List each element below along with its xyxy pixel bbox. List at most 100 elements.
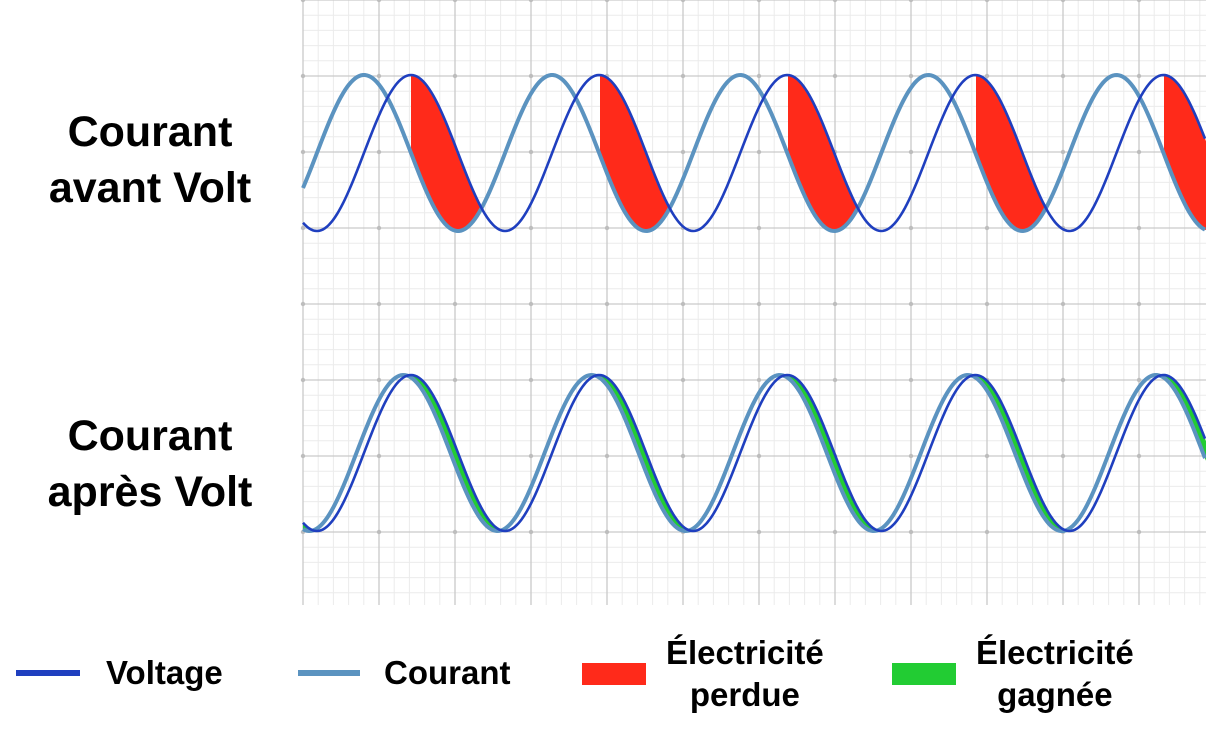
grid-dot <box>756 0 762 3</box>
grid-dot <box>984 301 990 307</box>
legend-item-perdue: Électricité perdue <box>582 632 824 716</box>
grid-dot <box>1136 529 1142 535</box>
legend-label-voltage: Voltage <box>106 654 223 691</box>
grid-dot <box>984 0 990 3</box>
grid-dot <box>528 301 534 307</box>
grid-dot <box>908 529 914 535</box>
grid-dot <box>832 301 838 307</box>
grid-dot <box>908 225 914 231</box>
row-label-lead: Courant avant Volt <box>0 104 300 216</box>
grid-dot <box>832 0 838 3</box>
grid-dot <box>300 453 306 459</box>
grid-dot <box>300 301 306 307</box>
perdue-fill-swatch <box>582 663 646 685</box>
grid-dot <box>680 73 686 79</box>
grid-dot <box>1136 301 1142 307</box>
courant-line-swatch <box>298 670 360 676</box>
grid-dot <box>1060 453 1066 459</box>
grid-dot <box>1136 377 1142 383</box>
grid-dot <box>1060 149 1066 155</box>
grid-dot <box>452 529 458 535</box>
lag-row-fill-region <box>411 375 500 531</box>
grid-dot <box>528 73 534 79</box>
grid-dot <box>756 377 762 383</box>
legend: Voltage Courant Électricité perdue Élect… <box>0 632 1206 742</box>
lag-row-courant-curve <box>302 373 1206 533</box>
grid-dot <box>528 453 534 459</box>
grid-dot <box>832 73 838 79</box>
grid-dot <box>376 377 382 383</box>
grid-dot <box>528 149 534 155</box>
grid-dot <box>984 225 990 231</box>
grid-dot <box>604 453 610 459</box>
lead-row-fill-region <box>976 75 1045 231</box>
grid-dot <box>1060 377 1066 383</box>
gagnee-fill-swatch <box>892 663 956 685</box>
row-label-lag-line2: après Volt <box>47 468 253 516</box>
grid-dot <box>604 225 610 231</box>
grid-dot <box>908 301 914 307</box>
grid-dot <box>376 453 382 459</box>
row-label-lag-line1: Courant <box>67 412 233 460</box>
legend-label-perdue-line2: perdue <box>689 676 800 713</box>
lead-row-courant-curve <box>301 73 1206 233</box>
wave-curves <box>301 73 1206 533</box>
grid-dot <box>680 301 686 307</box>
grid-dot <box>1136 225 1142 231</box>
grid-dot <box>1136 453 1142 459</box>
grid-dot <box>984 453 990 459</box>
grid-dot <box>680 377 686 383</box>
lead-row-voltage-curve <box>302 73 1206 233</box>
grid-dot <box>1136 149 1142 155</box>
grid-dot <box>376 225 382 231</box>
legend-label-courant: Courant <box>384 654 511 691</box>
lead-row-fill-region <box>600 75 669 231</box>
grid-dot <box>376 73 382 79</box>
waveform-plot <box>300 0 1206 605</box>
grid-dot <box>756 225 762 231</box>
legend-label-gagnee-line2: gagnée <box>997 676 1113 713</box>
grid-dot <box>1060 0 1066 3</box>
grid-dot <box>908 73 914 79</box>
grid-dot <box>756 301 762 307</box>
grid-dot <box>452 377 458 383</box>
grid-dot <box>300 0 306 3</box>
grid-dot <box>1060 73 1066 79</box>
grid-dot <box>376 0 382 3</box>
grid-dot <box>604 0 610 3</box>
grid-dot <box>756 529 762 535</box>
grid-dot <box>832 529 838 535</box>
grid-dot <box>452 0 458 3</box>
area-fills <box>303 75 1206 531</box>
legend-label-gagnee: Électricité gagnée <box>976 632 1134 716</box>
grid-dot <box>452 73 458 79</box>
grid-dot <box>604 529 610 535</box>
grid-dot <box>756 73 762 79</box>
grid-dot <box>984 73 990 79</box>
grid-dot <box>300 73 306 79</box>
grid-dot <box>300 225 306 231</box>
grid-dot <box>908 377 914 383</box>
grid-dot <box>376 301 382 307</box>
voltage-line-swatch <box>16 670 80 676</box>
row-label-lead-line1: Courant <box>67 108 233 156</box>
lead-row-fill-region <box>1164 75 1206 231</box>
legend-label-gagnee-line1: Électricité <box>976 634 1134 671</box>
grid-dot <box>528 377 534 383</box>
grid-dot <box>452 301 458 307</box>
row-label-lead-line2: avant Volt <box>48 164 252 212</box>
grid-dot <box>1136 0 1142 3</box>
grid-dot <box>1136 73 1142 79</box>
grid-dot <box>528 225 534 231</box>
legend-label-perdue: Électricité perdue <box>666 632 824 716</box>
legend-item-courant: Courant <box>298 652 511 694</box>
grid-dot <box>300 149 306 155</box>
grid <box>300 0 1206 605</box>
grid-dot <box>680 453 686 459</box>
lag-row-fill-region <box>976 375 1065 531</box>
row-label-lag: Courant après Volt <box>0 408 300 520</box>
lag-row-voltage-curve <box>302 373 1206 533</box>
grid-dot <box>376 529 382 535</box>
grid-dot <box>908 453 914 459</box>
grid-dot <box>984 529 990 535</box>
